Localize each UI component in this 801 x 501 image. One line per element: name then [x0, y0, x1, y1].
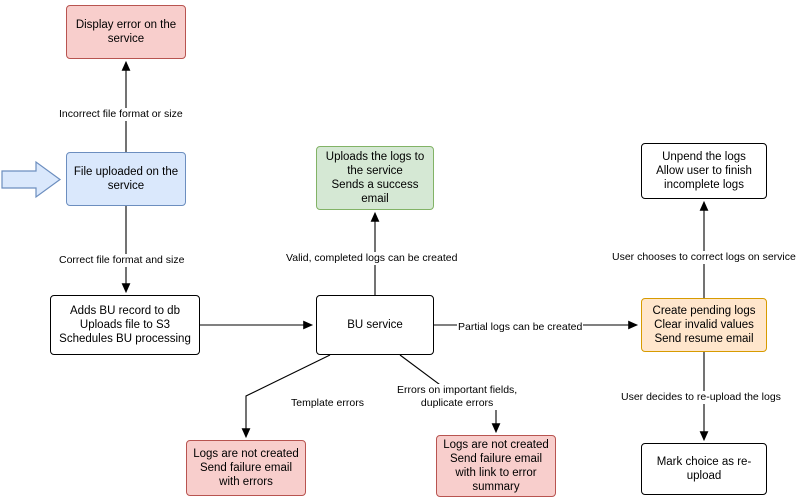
edge-label-user-chooses-correct: User chooses to correct logs on service: [611, 251, 797, 264]
node-bu-service[interactable]: BU service: [316, 295, 434, 355]
edge-label-partial-logs: Partial logs can be created: [457, 321, 584, 334]
edge-label-incorrect-format: Incorrect file format or size: [58, 108, 184, 121]
node-file-uploaded[interactable]: File uploaded on the service: [66, 152, 186, 206]
node-mark-choice-reupload[interactable]: Mark choice as re- upload: [641, 443, 767, 495]
edge-label-valid-completed-logs: Valid, completed logs can be created: [285, 252, 459, 265]
start-arrow-icon: [1, 160, 62, 199]
node-logs-not-created-errors[interactable]: Logs are not created Send failure email …: [186, 440, 306, 496]
node-create-pending-logs[interactable]: Create pending logs Clear invalid values…: [641, 298, 767, 352]
node-uploads-logs[interactable]: Uploads the logs to the service Sends a …: [316, 146, 434, 210]
edge-label-template-errors: Template errors: [290, 397, 365, 410]
edge-label-correct-format: Correct file format and size: [58, 254, 186, 267]
edge-label-user-decides-reupload: User decides to re-upload the logs: [620, 391, 782, 404]
edge-label-errors-important-fields: Errors on important fields, duplicate er…: [396, 384, 519, 410]
node-display-error[interactable]: Display error on the service: [66, 5, 186, 59]
node-unpend-logs[interactable]: Unpend the logs Allow user to finish inc…: [641, 143, 767, 199]
node-adds-bu-record[interactable]: Adds BU record to db Uploads file to S3 …: [50, 295, 200, 355]
node-logs-not-created-summary[interactable]: Logs are not created Send failure email …: [436, 435, 556, 497]
